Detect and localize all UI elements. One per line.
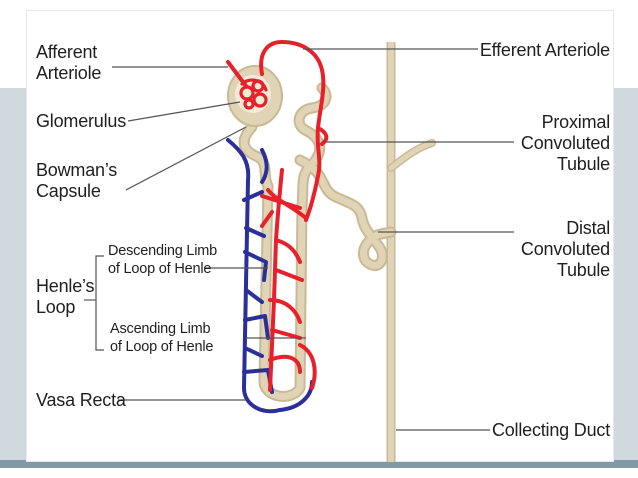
- left-side-panel: [0, 88, 26, 466]
- leader-bowmans: [125, 126, 247, 191]
- label-vasa-recta: Vasa Recta: [36, 390, 126, 410]
- leader-glomerulus: [127, 101, 241, 122]
- label-distal-line2: Convoluted: [520, 239, 610, 259]
- label-distal-line1: Distal: [566, 218, 610, 238]
- label-glomerulus: Glomerulus: [36, 111, 127, 131]
- label-ascending-line1: Ascending Limb: [110, 321, 211, 337]
- label-distal-tubule: Distal Convoluted Tubule: [521, 218, 610, 281]
- label-descending-line1: Descending Limb: [108, 243, 218, 259]
- collecting-duct: [386, 42, 436, 462]
- label-proximal-line3: Tubule: [556, 154, 610, 174]
- henles-loop-bracket: [95, 255, 104, 351]
- label-descending-line2: of Loop of Henle: [108, 261, 212, 277]
- label-henles-loop: Henle’s Loop: [36, 276, 95, 318]
- label-proximal-tubule: Proximal Convoluted Tubule: [521, 112, 610, 175]
- arterial-vessels: [226, 40, 329, 392]
- label-distal-line3: Tubule: [556, 260, 610, 280]
- label-proximal-line1: Proximal: [541, 112, 611, 132]
- leader-lines: [84, 48, 514, 431]
- label-afferent-arteriole: Afferent Arteriole: [36, 42, 101, 84]
- label-afferent-line2: Arteriole: [36, 63, 102, 83]
- label-henles-line2: Loop: [36, 297, 76, 317]
- tubule: [238, 82, 397, 402]
- label-bowmans-capsule: Bowman’s Capsule: [36, 160, 117, 202]
- label-ascending-limb: Ascending Limb of Loop of Henle: [110, 320, 213, 356]
- right-side-panel: [612, 88, 638, 466]
- bottom-band: [0, 460, 638, 468]
- label-henles-line1: Henle’s: [36, 276, 95, 296]
- label-collecting-duct: Collecting Duct: [491, 420, 610, 440]
- label-bowmans-line2: Capsule: [36, 181, 101, 201]
- label-efferent-arteriole: Efferent Arteriole: [479, 40, 610, 60]
- label-afferent-line1: Afferent: [36, 42, 98, 62]
- label-ascending-line2: of Loop of Henle: [110, 339, 214, 355]
- label-bowmans-line1: Bowman’s: [36, 160, 118, 180]
- label-proximal-line2: Convoluted: [520, 133, 610, 153]
- label-descending-limb: Descending Limb of Loop of Henle: [108, 242, 217, 278]
